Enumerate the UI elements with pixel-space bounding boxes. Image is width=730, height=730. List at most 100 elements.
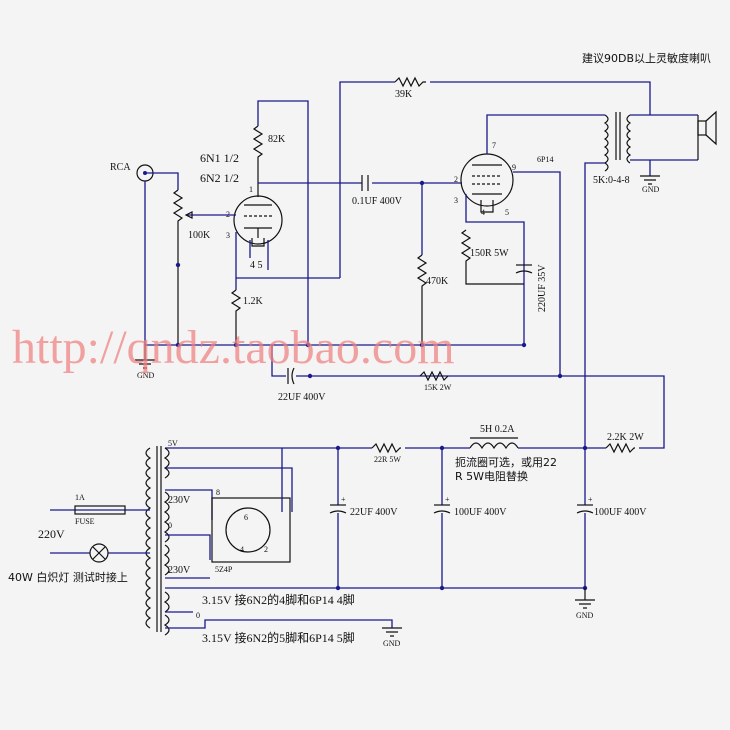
filter-cap-wires xyxy=(165,448,586,589)
label-heater-1: 3.15V 接6N2的4脚和6P14 4脚 xyxy=(202,592,355,607)
choke-note-2: R 5W电阻替换 xyxy=(455,469,528,483)
capacitor-filter-3: + xyxy=(576,495,594,514)
choke-note-1: 扼流圈可选，或用22 xyxy=(455,455,557,469)
gnd-symbol-psu: GND xyxy=(575,588,595,620)
svg-text:GND: GND xyxy=(642,185,660,194)
label-150r: 150R 5W xyxy=(470,248,509,259)
svg-text:2: 2 xyxy=(264,545,268,554)
svg-text:+: + xyxy=(341,495,346,504)
label-0-tap: 0 xyxy=(168,521,172,530)
label-6p14: 6P14 xyxy=(537,155,553,164)
capacitor-filter-2: + xyxy=(433,495,451,514)
svg-text:4 5: 4 5 xyxy=(250,260,263,271)
cathode2-wire xyxy=(465,194,525,345)
svg-text:4: 4 xyxy=(481,208,485,217)
lamp-icon xyxy=(89,543,109,563)
capacitor-22uf-bypass xyxy=(287,367,295,385)
gnd-symbol-heater: GND xyxy=(382,627,402,648)
resistor-150r xyxy=(460,229,524,285)
label-choke: 5H 0.2A xyxy=(480,424,515,435)
label-filter-3: 100UF 400V xyxy=(594,507,647,518)
label-lamp: 40W 白炽灯 测试时接上 xyxy=(8,570,128,584)
label-1k2: 1.2K xyxy=(243,296,264,307)
otx-b-plus xyxy=(584,162,605,448)
b-plus-main xyxy=(165,375,665,449)
svg-text:3: 3 xyxy=(226,231,230,240)
label-tube1-a: 6N1 1/2 xyxy=(200,151,239,165)
resistor-22r xyxy=(371,442,401,454)
svg-text:1: 1 xyxy=(249,185,253,194)
label-82k: 82K xyxy=(268,134,286,145)
svg-text:2: 2 xyxy=(454,175,458,184)
svg-text:GND: GND xyxy=(137,371,155,380)
label-230v-b: 230V xyxy=(168,565,191,576)
label-1a: 1A xyxy=(75,493,85,502)
cathode1-wire xyxy=(235,232,340,290)
choke-5h xyxy=(469,437,519,450)
label-filter-1: 22UF 400V xyxy=(350,507,398,518)
resistor-82k xyxy=(252,125,264,197)
svg-text:GND: GND xyxy=(383,639,401,648)
label-15k: 15K 2W xyxy=(424,383,452,392)
label-heater-0: 0 xyxy=(196,611,200,620)
resistor-39k xyxy=(394,76,426,88)
label-coupling-cap: 0.1UF 400V xyxy=(352,196,403,207)
plate2-wire xyxy=(486,114,605,154)
resistor-1k2 xyxy=(230,289,242,345)
screen2-wire xyxy=(513,171,561,376)
label-22uf-bypass: 22UF 400V xyxy=(278,392,326,403)
capacitor-coupling xyxy=(361,175,369,191)
resistor-470k xyxy=(416,254,428,345)
svg-text:6: 6 xyxy=(244,513,248,522)
power-transformer xyxy=(145,446,170,636)
svg-text:GND: GND xyxy=(576,611,594,620)
svg-text:5: 5 xyxy=(505,208,509,217)
svg-text:+: + xyxy=(588,495,593,504)
label-5v: 5V xyxy=(168,439,178,448)
plate1-supply-wire xyxy=(257,100,309,345)
tube-6n1: 1 2 3 4 5 xyxy=(226,185,283,271)
label-39k: 39K xyxy=(395,89,413,100)
label-220uf: 220UF 35V xyxy=(537,264,548,312)
label-rca: RCA xyxy=(110,162,131,173)
svg-text:+: + xyxy=(445,495,450,504)
capacitor-220uf xyxy=(515,264,533,274)
label-220v: 220V xyxy=(38,527,65,541)
label-2k2: 2.2K 2W xyxy=(607,432,644,443)
speaker-note: 建议90DB以上灵敏度喇叭 xyxy=(582,51,711,65)
svg-text:4: 4 xyxy=(240,545,244,554)
tube-6p14: 7 9 2 3 4 5 xyxy=(454,141,516,217)
fuse-body xyxy=(74,505,126,515)
label-filter-2: 100UF 400V xyxy=(454,507,507,518)
capacitor-filter-1: + xyxy=(329,495,347,514)
label-otx: 5K:0-4-8 xyxy=(593,175,630,186)
cap22-wire xyxy=(271,345,560,377)
hv-wires xyxy=(165,467,293,579)
svg-text:8: 8 xyxy=(216,488,220,497)
heater1-wire xyxy=(249,240,269,270)
label-100k: 100K xyxy=(188,230,211,241)
label-heater-2: 3.15V 接6N2的5脚和6P14 5脚 xyxy=(202,630,355,645)
otx-secondary xyxy=(630,114,698,176)
resistor-2k2 xyxy=(605,442,635,454)
resistor-15k xyxy=(419,370,449,382)
gnd-symbol-otx: GND xyxy=(640,175,660,194)
output-transformer xyxy=(603,112,632,172)
speaker xyxy=(697,110,717,146)
label-tube1-b: 6N2 1/2 xyxy=(200,171,239,185)
svg-text:3: 3 xyxy=(454,196,458,205)
svg-text:9: 9 xyxy=(512,163,516,172)
svg-text:7: 7 xyxy=(492,141,496,150)
heater-wires xyxy=(165,611,393,629)
label-22r: 22R 5W xyxy=(374,455,401,464)
gnd-symbol-1: GND xyxy=(135,345,155,380)
feedback-wire xyxy=(339,81,651,278)
label-5z4p: 5Z4P xyxy=(215,565,233,574)
watermark: http://qndz.taobao.com xyxy=(12,321,455,374)
label-470k: 470K xyxy=(426,276,449,287)
rca-wire xyxy=(144,172,179,345)
rectifier-5z4p: 8 2 4 6 xyxy=(211,488,291,563)
label-230v-a: 230V xyxy=(168,495,191,506)
